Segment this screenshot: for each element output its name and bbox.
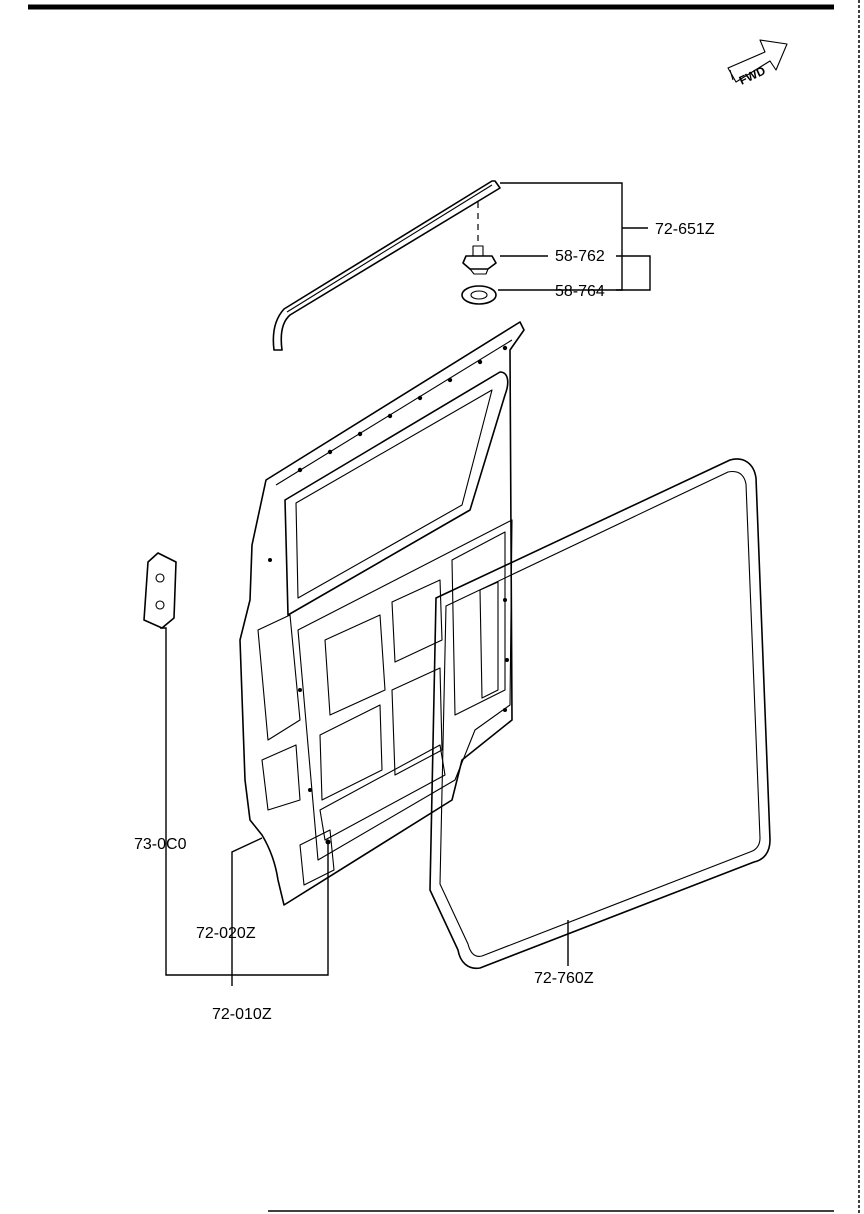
cap-part — [461, 285, 497, 305]
callout-58-764: 58-764 — [555, 283, 605, 300]
clip-part — [462, 245, 497, 275]
callout-72-651z: 72-651Z — [655, 221, 715, 238]
callout-72-010z: 72-010Z — [212, 1006, 272, 1023]
lower-leaders — [160, 627, 569, 986]
upper-leaders — [498, 182, 651, 291]
callout-72-760z: 72-760Z — [534, 970, 594, 987]
forward-arrow-icon: FWD — [727, 39, 788, 88]
callout-73-0c0: 73-0C0 — [134, 836, 187, 853]
callout-58-762: 58-762 — [555, 248, 605, 265]
callout-72-020z: 72-020Z — [196, 925, 256, 942]
door-weatherstrip — [429, 458, 771, 970]
hinge-plate-part — [143, 552, 177, 629]
weatherstrip-molding — [272, 180, 501, 351]
door-panel — [239, 321, 525, 906]
fwd-label: FWD — [737, 63, 768, 87]
